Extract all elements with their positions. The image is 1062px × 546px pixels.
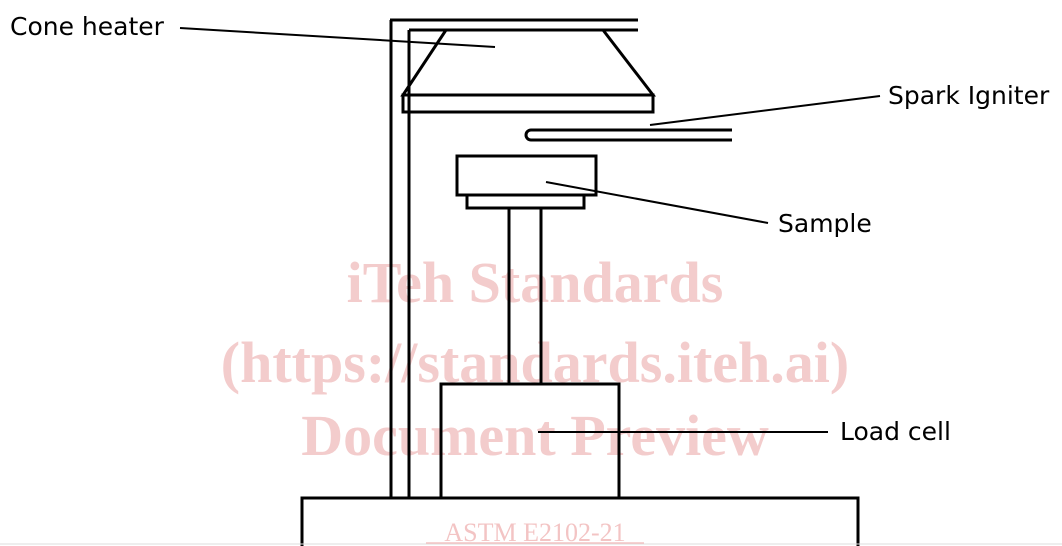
cone-heater — [400, 28, 657, 114]
leader-spark-igniter — [649, 95, 881, 126]
label-load-cell: Load cell — [840, 417, 951, 446]
label-spark-igniter: Spark Igniter — [888, 81, 1050, 110]
base — [300, 496, 860, 546]
document-reference: ASTM E2102-21 — [0, 518, 1062, 546]
load-column — [507, 208, 543, 384]
sample-holder — [455, 154, 598, 210]
leader-sample — [545, 181, 769, 224]
watermark-line-3: Document Preview — [301, 403, 769, 468]
doc-ref-text: ASTM E2102-21 — [444, 518, 625, 546]
label-cone-heater: Cone heater — [10, 12, 165, 41]
labels: Cone heater Spark Igniter Sample Load ce… — [10, 12, 1050, 446]
leader-lines — [179, 27, 881, 433]
leader-cone-heater — [179, 27, 496, 48]
watermark: iTeh Standards (https://standards.iteh.a… — [221, 250, 849, 468]
label-sample: Sample — [778, 209, 872, 238]
spark-igniter — [524, 128, 732, 142]
watermark-line-1: iTeh Standards — [347, 250, 724, 315]
